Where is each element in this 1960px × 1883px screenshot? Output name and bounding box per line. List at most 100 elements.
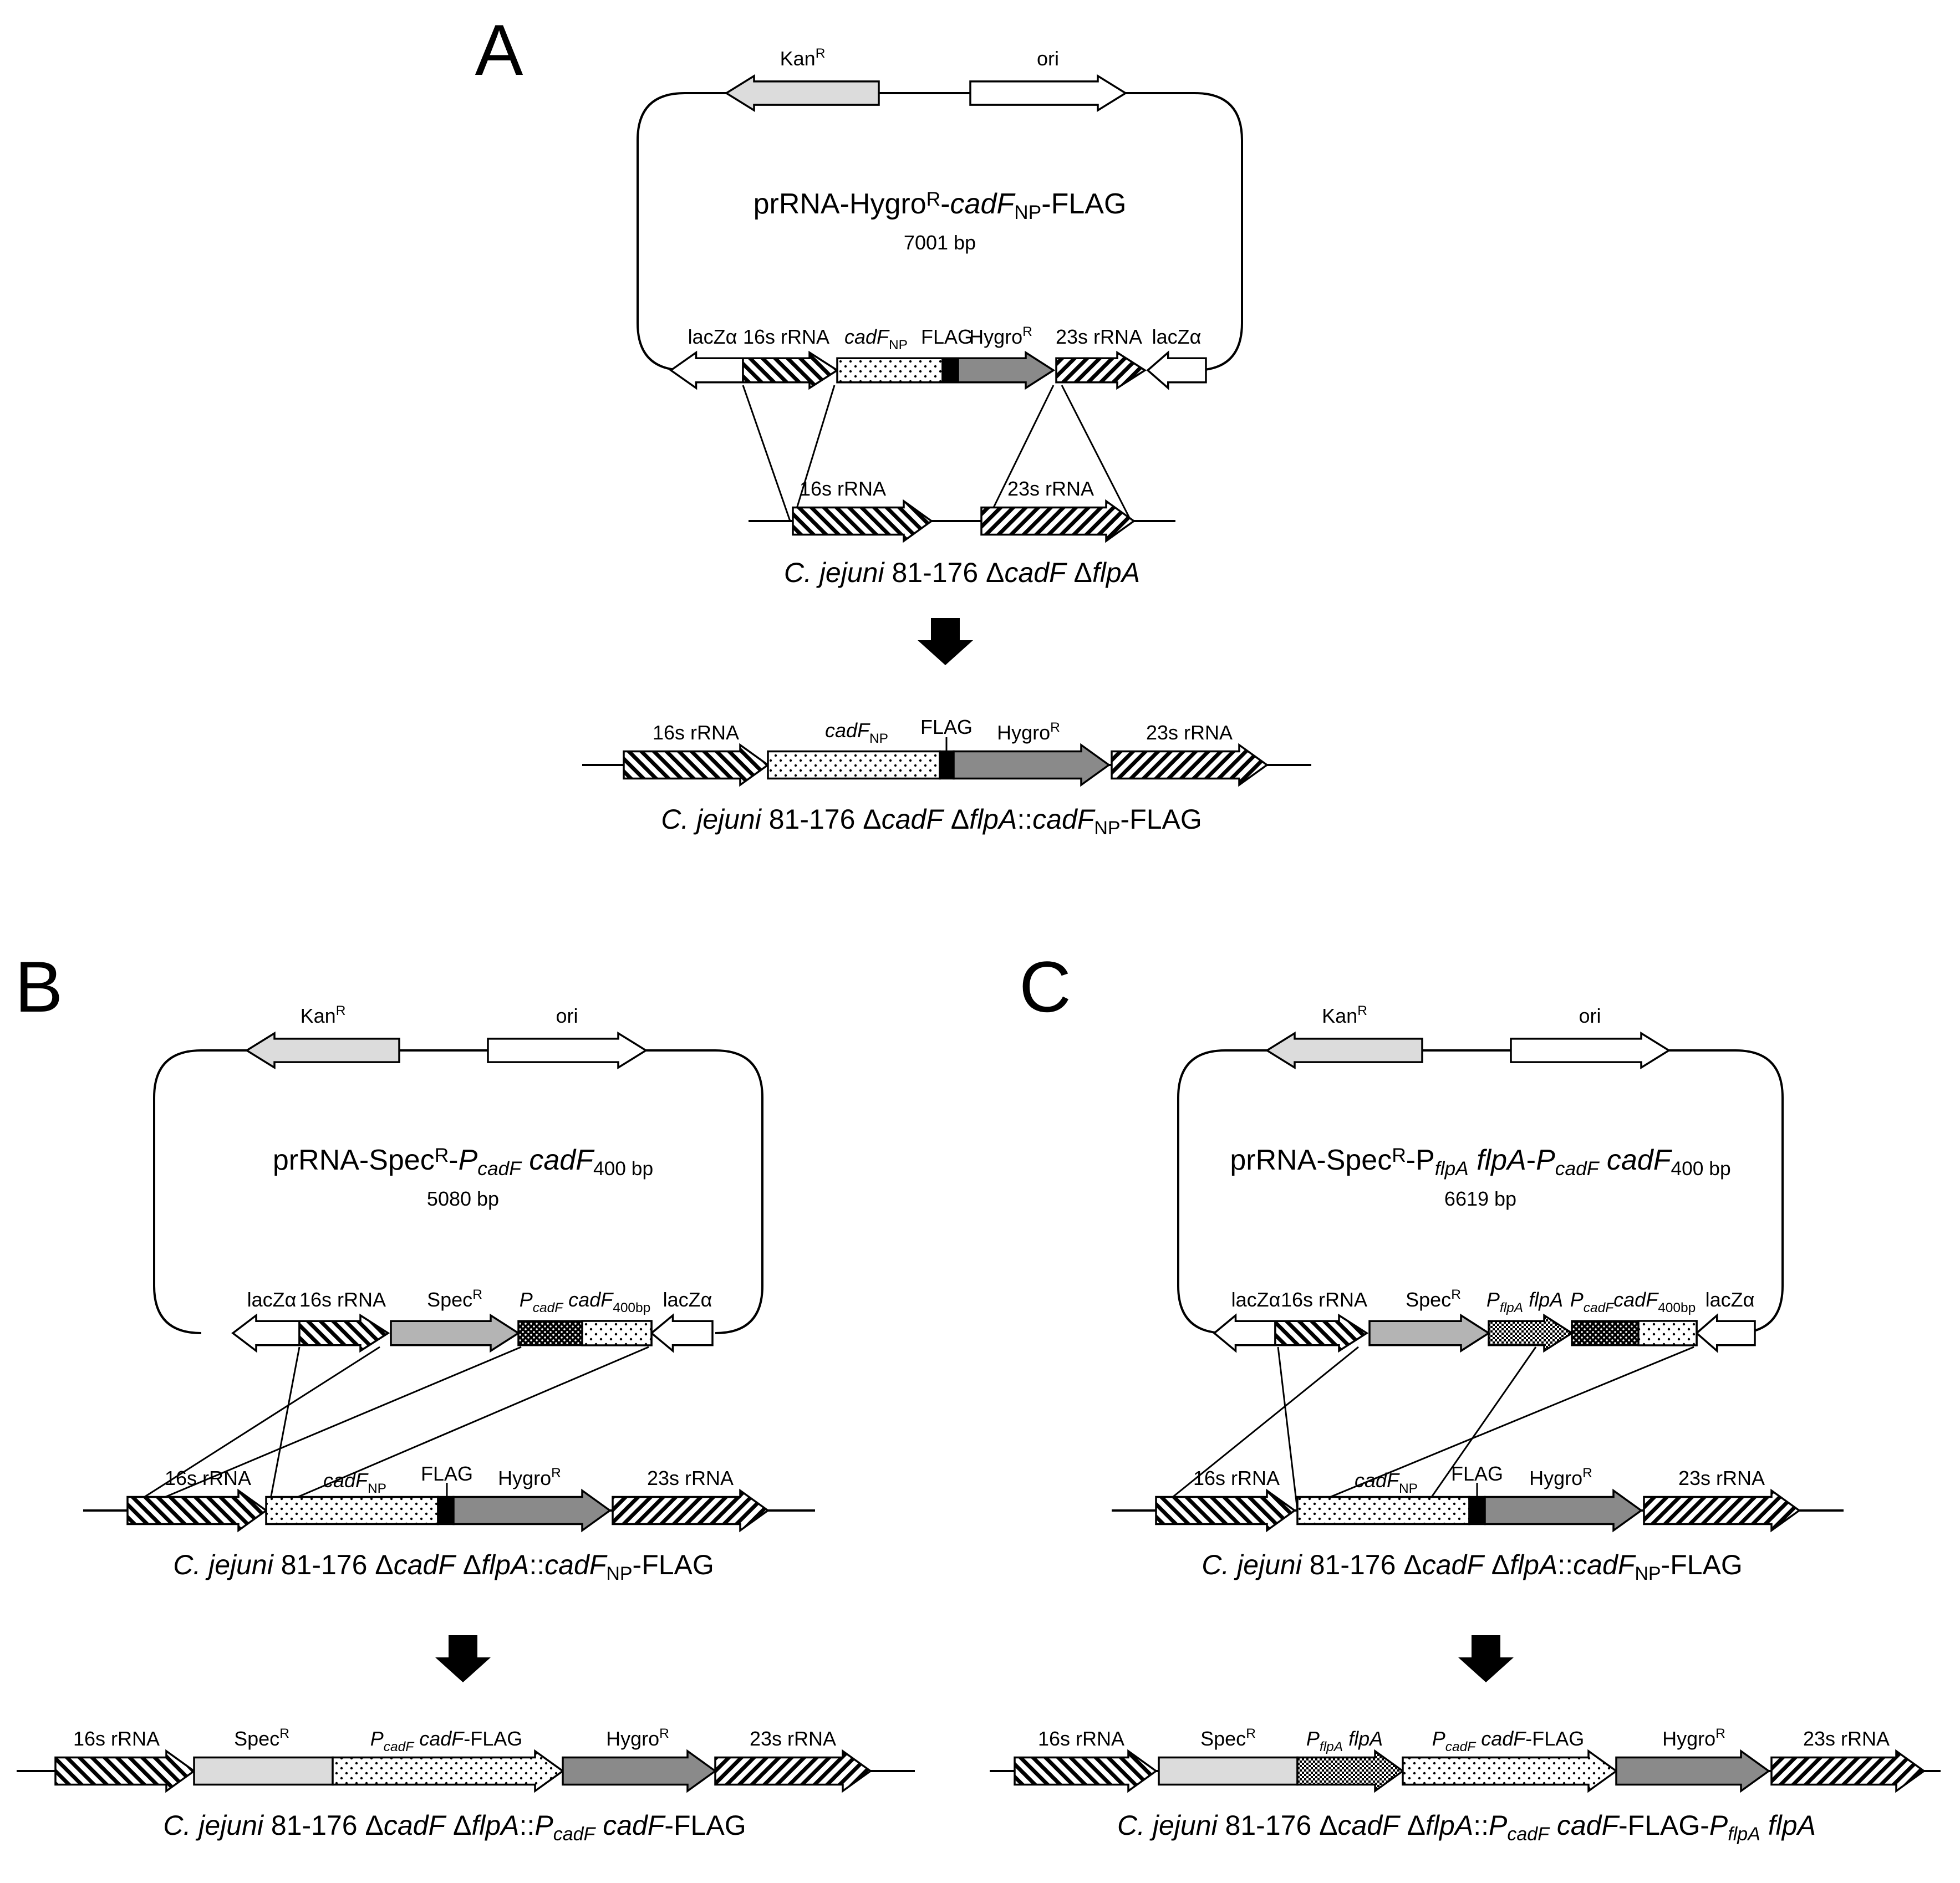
chrom-hygro-b-arrow: [452, 1488, 612, 1533]
crossover-line-b-3: [133, 1346, 522, 1512]
chrom-23s-b-label: 23s rRNA: [647, 1467, 734, 1489]
chrom-cadF-c-label: cadFNP: [1355, 1469, 1418, 1496]
ori-label-b: ori: [556, 1004, 578, 1027]
chrom-16s-a-label: 16s rRNA: [800, 477, 886, 500]
plasmid-23s-a-arrow: [1055, 350, 1147, 390]
plasmid-size-b: 5080 bp: [427, 1187, 499, 1210]
result-pcadf-b-label: PcadF cadF-FLAG: [370, 1727, 523, 1754]
plasmid-16s-c-arrow: [1274, 1313, 1369, 1353]
plasmid-flag-a-segment: [941, 357, 959, 384]
panel-label-b: B: [15, 946, 63, 1027]
plasmid-lacZ-right-a-label: lacZα: [1152, 325, 1202, 348]
chromosome-strain-c: C. jejuni 81-176 ΔcadF ΔflpA::cadFNP-FLA…: [1202, 1549, 1743, 1584]
plasmid-lacZ-right-c-arrow: [1695, 1313, 1756, 1353]
result-23s-b-arrow: [714, 1749, 872, 1793]
result-16s-b-label: 16s rRNA: [73, 1727, 160, 1750]
plasmid-16s-c-label: 16s rRNA: [1281, 1288, 1367, 1311]
kanr-label-b: KanR: [301, 1003, 346, 1027]
ori-arrow-b: [487, 1031, 648, 1070]
plasmid-cadF-a-segment: [836, 357, 944, 384]
plasmid-name-c: prRNA-SpecR-PflpA flpA-PcadF cadF400 bp: [1230, 1144, 1730, 1180]
plasmid-cadF-a-label: cadFNP: [844, 325, 908, 353]
result-pcadf-c-arrow: [1402, 1749, 1618, 1793]
chrom-hygro-b-label: HygroR: [498, 1466, 561, 1489]
plasmid-pcadf-c-label: PcadFcadF400bp: [1570, 1288, 1696, 1315]
result-23s-a-arrow: [1111, 743, 1269, 787]
result-cadF-a-segment: [767, 750, 941, 780]
panel-label-c: C: [1019, 946, 1071, 1027]
crossover-line-c-3: [1421, 1346, 1537, 1511]
result-spec-c-label: SpecR: [1200, 1726, 1256, 1750]
result-16s-a-label: 16s rRNA: [653, 721, 739, 744]
plasmid-16s-b-arrow: [298, 1313, 390, 1353]
result-16s-a-arrow: [623, 743, 770, 787]
result-hygro-b-label: HygroR: [606, 1726, 669, 1750]
ori-label-c: ori: [1579, 1004, 1601, 1027]
kanr-arrow-a: [724, 74, 880, 113]
plasmid-cadf400-c-segment: [1637, 1320, 1698, 1346]
result-pflpa-c-label: PflpA flpA: [1306, 1727, 1383, 1754]
ori-arrow-c: [1510, 1031, 1671, 1070]
plasmid-backbone-b: [153, 1049, 763, 1334]
crossover-line-c-2: [1155, 1346, 1359, 1512]
chrom-23s-a-label: 23s rRNA: [1007, 477, 1094, 500]
plasmid-size-c: 6619 bp: [1444, 1187, 1516, 1210]
result-23s-c-label: 23s rRNA: [1803, 1727, 1890, 1750]
plasmid-lacZ-left-a-arrow: [669, 350, 744, 390]
plasmid-hygro-a-label: HygroR: [969, 324, 1032, 348]
plasmid-lacZ-right-b-label: lacZα: [663, 1288, 712, 1311]
result-16s-c-label: 16s rRNA: [1038, 1727, 1124, 1750]
result-hygro-c-label: HygroR: [1662, 1726, 1725, 1750]
plasmid-lacZ-left-b-label: lacZα: [247, 1288, 297, 1311]
result-pcadf-b-arrow: [332, 1749, 564, 1793]
result-23s-b-label: 23s rRNA: [750, 1727, 836, 1750]
plasmid-spec-c-arrow: [1368, 1313, 1491, 1353]
result-spec-b-segment: [193, 1756, 334, 1786]
plasmid-spec-b-label: SpecR: [427, 1287, 482, 1311]
chrom-flag-b-segment: [437, 1496, 455, 1525]
chrom-16s-b-arrow: [126, 1488, 268, 1533]
chrom-23s-c-arrow: [1643, 1488, 1801, 1533]
crossover-line-b-4: [266, 1346, 649, 1512]
result-hygro-a-label: HygroR: [997, 720, 1060, 744]
plasmid-23s-a-label: 23s rRNA: [1056, 325, 1142, 348]
process-arrow-c: [1458, 1635, 1514, 1682]
chrom-cadF-b-label: cadFNP: [323, 1469, 386, 1496]
plasmid-16s-a-label: 16s rRNA: [743, 325, 829, 348]
crossover-line-a-4: [1061, 385, 1132, 522]
chrom-16s-c-label: 16s rRNA: [1193, 1467, 1280, 1489]
chrom-hygro-c-label: HygroR: [1529, 1466, 1592, 1489]
chrom-16s-a-arrow: [792, 499, 933, 543]
plasmid-lacZ-right-b-arrow: [650, 1313, 714, 1353]
process-arrow-a: [918, 618, 973, 665]
plasmid-hygro-a-arrow: [957, 350, 1056, 390]
kanr-label-a: KanR: [780, 46, 826, 70]
crossover-line-b-2: [127, 1346, 380, 1509]
chrom-16s-b-label: 16s rRNA: [165, 1467, 251, 1489]
plasmid-spec-c-label: SpecR: [1406, 1287, 1461, 1311]
chrom-23s-a-arrow: [980, 499, 1136, 543]
chrom-23s-c-label: 23s rRNA: [1678, 1467, 1765, 1489]
result-flag-a-segment: [939, 750, 955, 780]
result-strain-a: C. jejuni 81-176 ΔcadF ΔflpA::cadFNP-FLA…: [661, 804, 1202, 839]
result-16s-c-arrow: [1014, 1749, 1158, 1793]
ori-label-a: ori: [1037, 47, 1059, 70]
plasmid-pflpa-c-label: PflpA flpA: [1486, 1288, 1563, 1315]
chrom-23s-b-arrow: [612, 1488, 770, 1533]
chrom-cadF-b-segment: [265, 1496, 439, 1525]
plasmid-backbone-c: [1177, 1049, 1784, 1334]
plasmid-pflpa-c-arrow: [1488, 1313, 1574, 1353]
kanr-arrow-c: [1265, 1031, 1423, 1070]
plasmid-lacZ-left-b-arrow: [231, 1313, 301, 1353]
result-hygro-c-arrow: [1615, 1749, 1770, 1793]
plasmid-lacZ-right-a-arrow: [1146, 350, 1207, 390]
result-pcadf-c-label: PcadF cadF-FLAG: [1432, 1727, 1585, 1754]
result-flag-a-label: FLAG: [920, 716, 973, 738]
chromosome-strain-b: C. jejuni 81-176 ΔcadF ΔflpA::cadFNP-FLA…: [173, 1549, 714, 1584]
chrom-hygro-c-arrow: [1484, 1488, 1643, 1533]
crossover-line-c-1: [1277, 1346, 1299, 1511]
plasmid-flag-a-label: FLAG: [921, 325, 973, 348]
plasmid-backbone-a: [637, 92, 1243, 371]
chrom-flag-c-segment: [1468, 1496, 1486, 1525]
